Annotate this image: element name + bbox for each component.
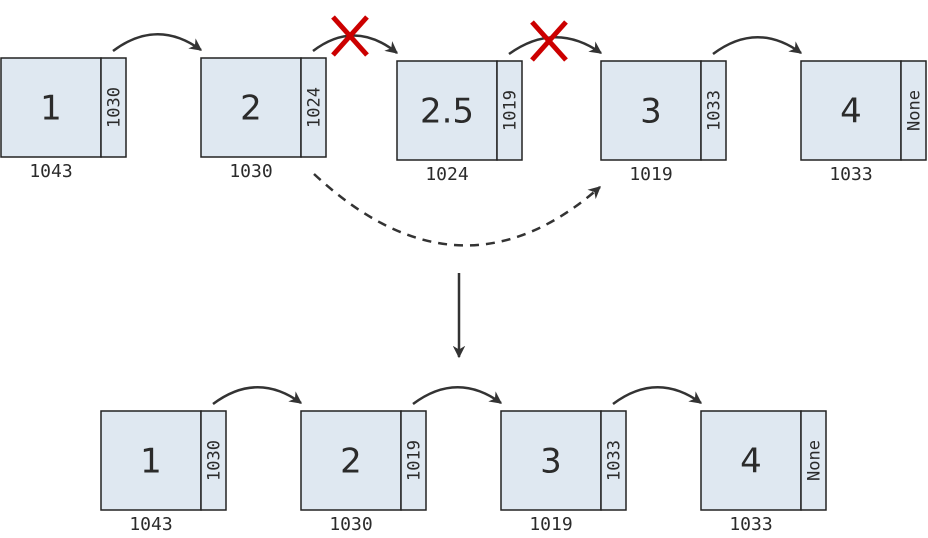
node-next-pointer: None <box>905 90 925 131</box>
node-pointer-cell <box>700 60 727 161</box>
node-value: 2.5 <box>420 92 474 132</box>
node-pointer-cell <box>200 410 227 511</box>
node-address: 1030 <box>229 161 272 182</box>
node-address: 1019 <box>629 164 672 185</box>
node-value-cell <box>200 57 302 158</box>
node-address: 1033 <box>729 514 772 535</box>
node-next-pointer: 1019 <box>501 90 521 131</box>
node-pointer-cell <box>600 410 627 511</box>
after-link-arrow <box>212 386 303 406</box>
node-pointer-cell <box>300 57 327 158</box>
node-value-cell <box>600 60 702 161</box>
removed-link-cross-icon <box>530 20 568 62</box>
node-next-pointer: 1024 <box>305 87 325 128</box>
before-node-3: 3 1033 1019 <box>600 60 727 185</box>
before-list: 1 1030 1043 2 1024 1030 2.5 1019 1024 3 1033 1019 4 N… <box>0 57 927 185</box>
after-links <box>212 386 703 406</box>
annotations <box>313 15 601 359</box>
before-link-arrow <box>112 33 203 53</box>
node-value-cell <box>500 410 602 511</box>
node-address: 1019 <box>529 514 572 535</box>
before-node-0: 1 1030 1043 <box>0 57 127 182</box>
node-address: 1030 <box>329 514 372 535</box>
after-node-1: 2 1019 1030 <box>300 410 427 535</box>
node-pointer-cell <box>900 60 927 161</box>
node-address: 1043 <box>129 514 172 535</box>
node-address: 1024 <box>425 164 468 185</box>
node-value: 3 <box>540 442 562 482</box>
after-node-2: 3 1033 1019 <box>500 410 627 535</box>
node-value: 3 <box>640 92 662 132</box>
node-value: 2 <box>340 442 362 482</box>
node-value: 4 <box>840 92 862 132</box>
node-address: 1043 <box>29 161 72 182</box>
bypass-link-arrow <box>313 173 601 247</box>
node-next-pointer: 1030 <box>205 440 225 481</box>
node-value-cell <box>700 410 802 511</box>
node-next-pointer: 1019 <box>405 440 425 481</box>
before-node-1: 2 1024 1030 <box>200 57 327 182</box>
after-list: 1 1030 1043 2 1019 1030 3 1033 1019 4 None 1033 <box>100 410 827 535</box>
node-next-pointer: 1033 <box>705 90 725 131</box>
node-pointer-cell <box>800 410 827 511</box>
node-next-pointer: None <box>805 440 825 481</box>
node-next-pointer: 1030 <box>105 87 125 128</box>
before-node-2: 2.5 1019 1024 <box>396 60 523 185</box>
node-value-cell <box>0 57 102 158</box>
node-value: 2 <box>240 89 262 129</box>
after-node-3: 4 None 1033 <box>700 410 827 535</box>
node-pointer-cell <box>496 60 523 161</box>
node-address: 1033 <box>829 164 872 185</box>
after-link-arrow <box>412 386 503 406</box>
node-value-cell <box>100 410 202 511</box>
before-link-arrow <box>312 34 398 54</box>
node-value-cell <box>300 410 402 511</box>
removed-link-cross-icon <box>331 15 369 57</box>
node-value: 1 <box>40 89 62 129</box>
node-pointer-cell <box>100 57 127 158</box>
node-pointer-cell <box>400 410 427 511</box>
after-link-arrow <box>612 386 703 406</box>
after-node-0: 1 1030 1043 <box>100 410 227 535</box>
node-value-cell <box>396 60 498 161</box>
before-links <box>112 33 803 56</box>
node-next-pointer: 1033 <box>605 440 625 481</box>
node-value: 4 <box>740 442 762 482</box>
node-value-cell <box>800 60 902 161</box>
node-value: 1 <box>140 442 162 482</box>
before-node-4: 4 None 1033 <box>800 60 927 185</box>
before-link-arrow <box>712 36 803 56</box>
